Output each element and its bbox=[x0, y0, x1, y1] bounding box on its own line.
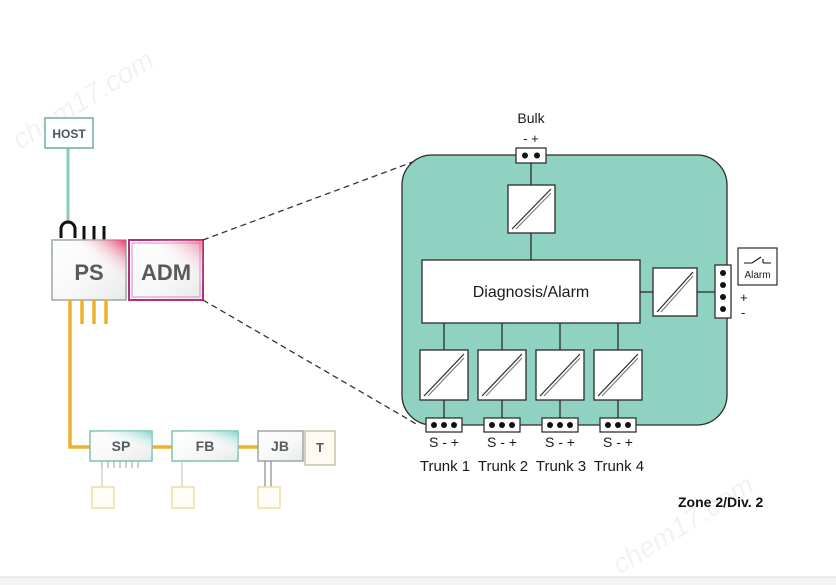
jb-label: JB bbox=[271, 438, 289, 454]
fb-box: FB bbox=[171, 430, 239, 462]
trunk-1: S - + Trunk 1 bbox=[419, 323, 470, 475]
trunk-2: S - + Trunk 2 bbox=[477, 323, 528, 475]
alarm-minus-label: - bbox=[741, 305, 745, 320]
adm-label: ADM bbox=[141, 260, 191, 285]
ps-label: PS bbox=[74, 260, 103, 285]
sp-label: SP bbox=[112, 438, 131, 454]
jb-field-device bbox=[257, 486, 281, 509]
alarm-converter-icon bbox=[652, 267, 698, 317]
trunk-1-polarity: S - + bbox=[429, 434, 459, 450]
bulk-converter-icon bbox=[507, 184, 556, 234]
trunk-1-label: Trunk 1 bbox=[420, 458, 470, 475]
diagnosis-alarm-box: Diagnosis/Alarm bbox=[421, 259, 641, 324]
terminator-box: T bbox=[304, 430, 336, 466]
ps-connector-arc bbox=[59, 220, 77, 238]
alarm-connector bbox=[714, 264, 732, 319]
zone-label: Zone 2/Div. 2 bbox=[678, 494, 764, 510]
sp-spur-ticks bbox=[101, 461, 139, 468]
trunk-3-label: Trunk 3 bbox=[536, 458, 586, 475]
terminator-label: T bbox=[316, 440, 324, 455]
trunk-4-converter-icon bbox=[593, 349, 643, 401]
trunk-3-connector bbox=[541, 417, 579, 433]
trunk-3-converter-icon bbox=[535, 349, 585, 401]
trunk-4-connector bbox=[599, 417, 637, 433]
trunk-3-polarity: S - + bbox=[545, 434, 575, 450]
host-label: HOST bbox=[52, 127, 86, 141]
zoom-line-top bbox=[202, 159, 419, 241]
bulk-connector bbox=[515, 147, 547, 164]
alarm-plus-label: + bbox=[740, 290, 748, 305]
trunk-2-converter-icon bbox=[477, 349, 527, 401]
trunk-4-label: Trunk 4 bbox=[594, 458, 644, 475]
trunk-2-connector bbox=[483, 417, 521, 433]
watermark-bottom: chem17.com bbox=[607, 469, 759, 580]
fieldbus-trunk-line bbox=[68, 322, 90, 449]
trunk-2-label: Trunk 2 bbox=[478, 458, 528, 475]
jb-box: JB bbox=[257, 430, 304, 462]
bulk-polarity: - + bbox=[523, 131, 539, 146]
trunk-1-converter-icon bbox=[419, 349, 469, 401]
alarm-relay-box: Alarm bbox=[737, 247, 778, 286]
trunk-4: S - + Trunk 4 bbox=[593, 323, 644, 475]
fb-label: FB bbox=[196, 438, 215, 454]
ps-box: PS bbox=[51, 239, 127, 301]
zoom-line-bottom bbox=[202, 299, 419, 426]
trunk-4-polarity: S - + bbox=[603, 434, 633, 450]
sp-field-device bbox=[91, 486, 115, 509]
bottom-divider bbox=[0, 577, 836, 585]
bulk-label: Bulk bbox=[517, 110, 545, 126]
trunk-1-connector bbox=[425, 417, 463, 433]
sp-box: SP bbox=[89, 430, 153, 462]
trunk-2-polarity: S - + bbox=[487, 434, 517, 450]
trunk-3: S - + Trunk 3 bbox=[535, 323, 586, 475]
fb-field-device bbox=[171, 486, 195, 509]
host-box: HOST bbox=[44, 117, 94, 149]
alarm-label: Alarm bbox=[744, 270, 770, 281]
adm-box: ADM bbox=[128, 239, 204, 301]
switch-icon bbox=[744, 256, 771, 264]
diagnosis-alarm-label: Diagnosis/Alarm bbox=[473, 284, 589, 301]
